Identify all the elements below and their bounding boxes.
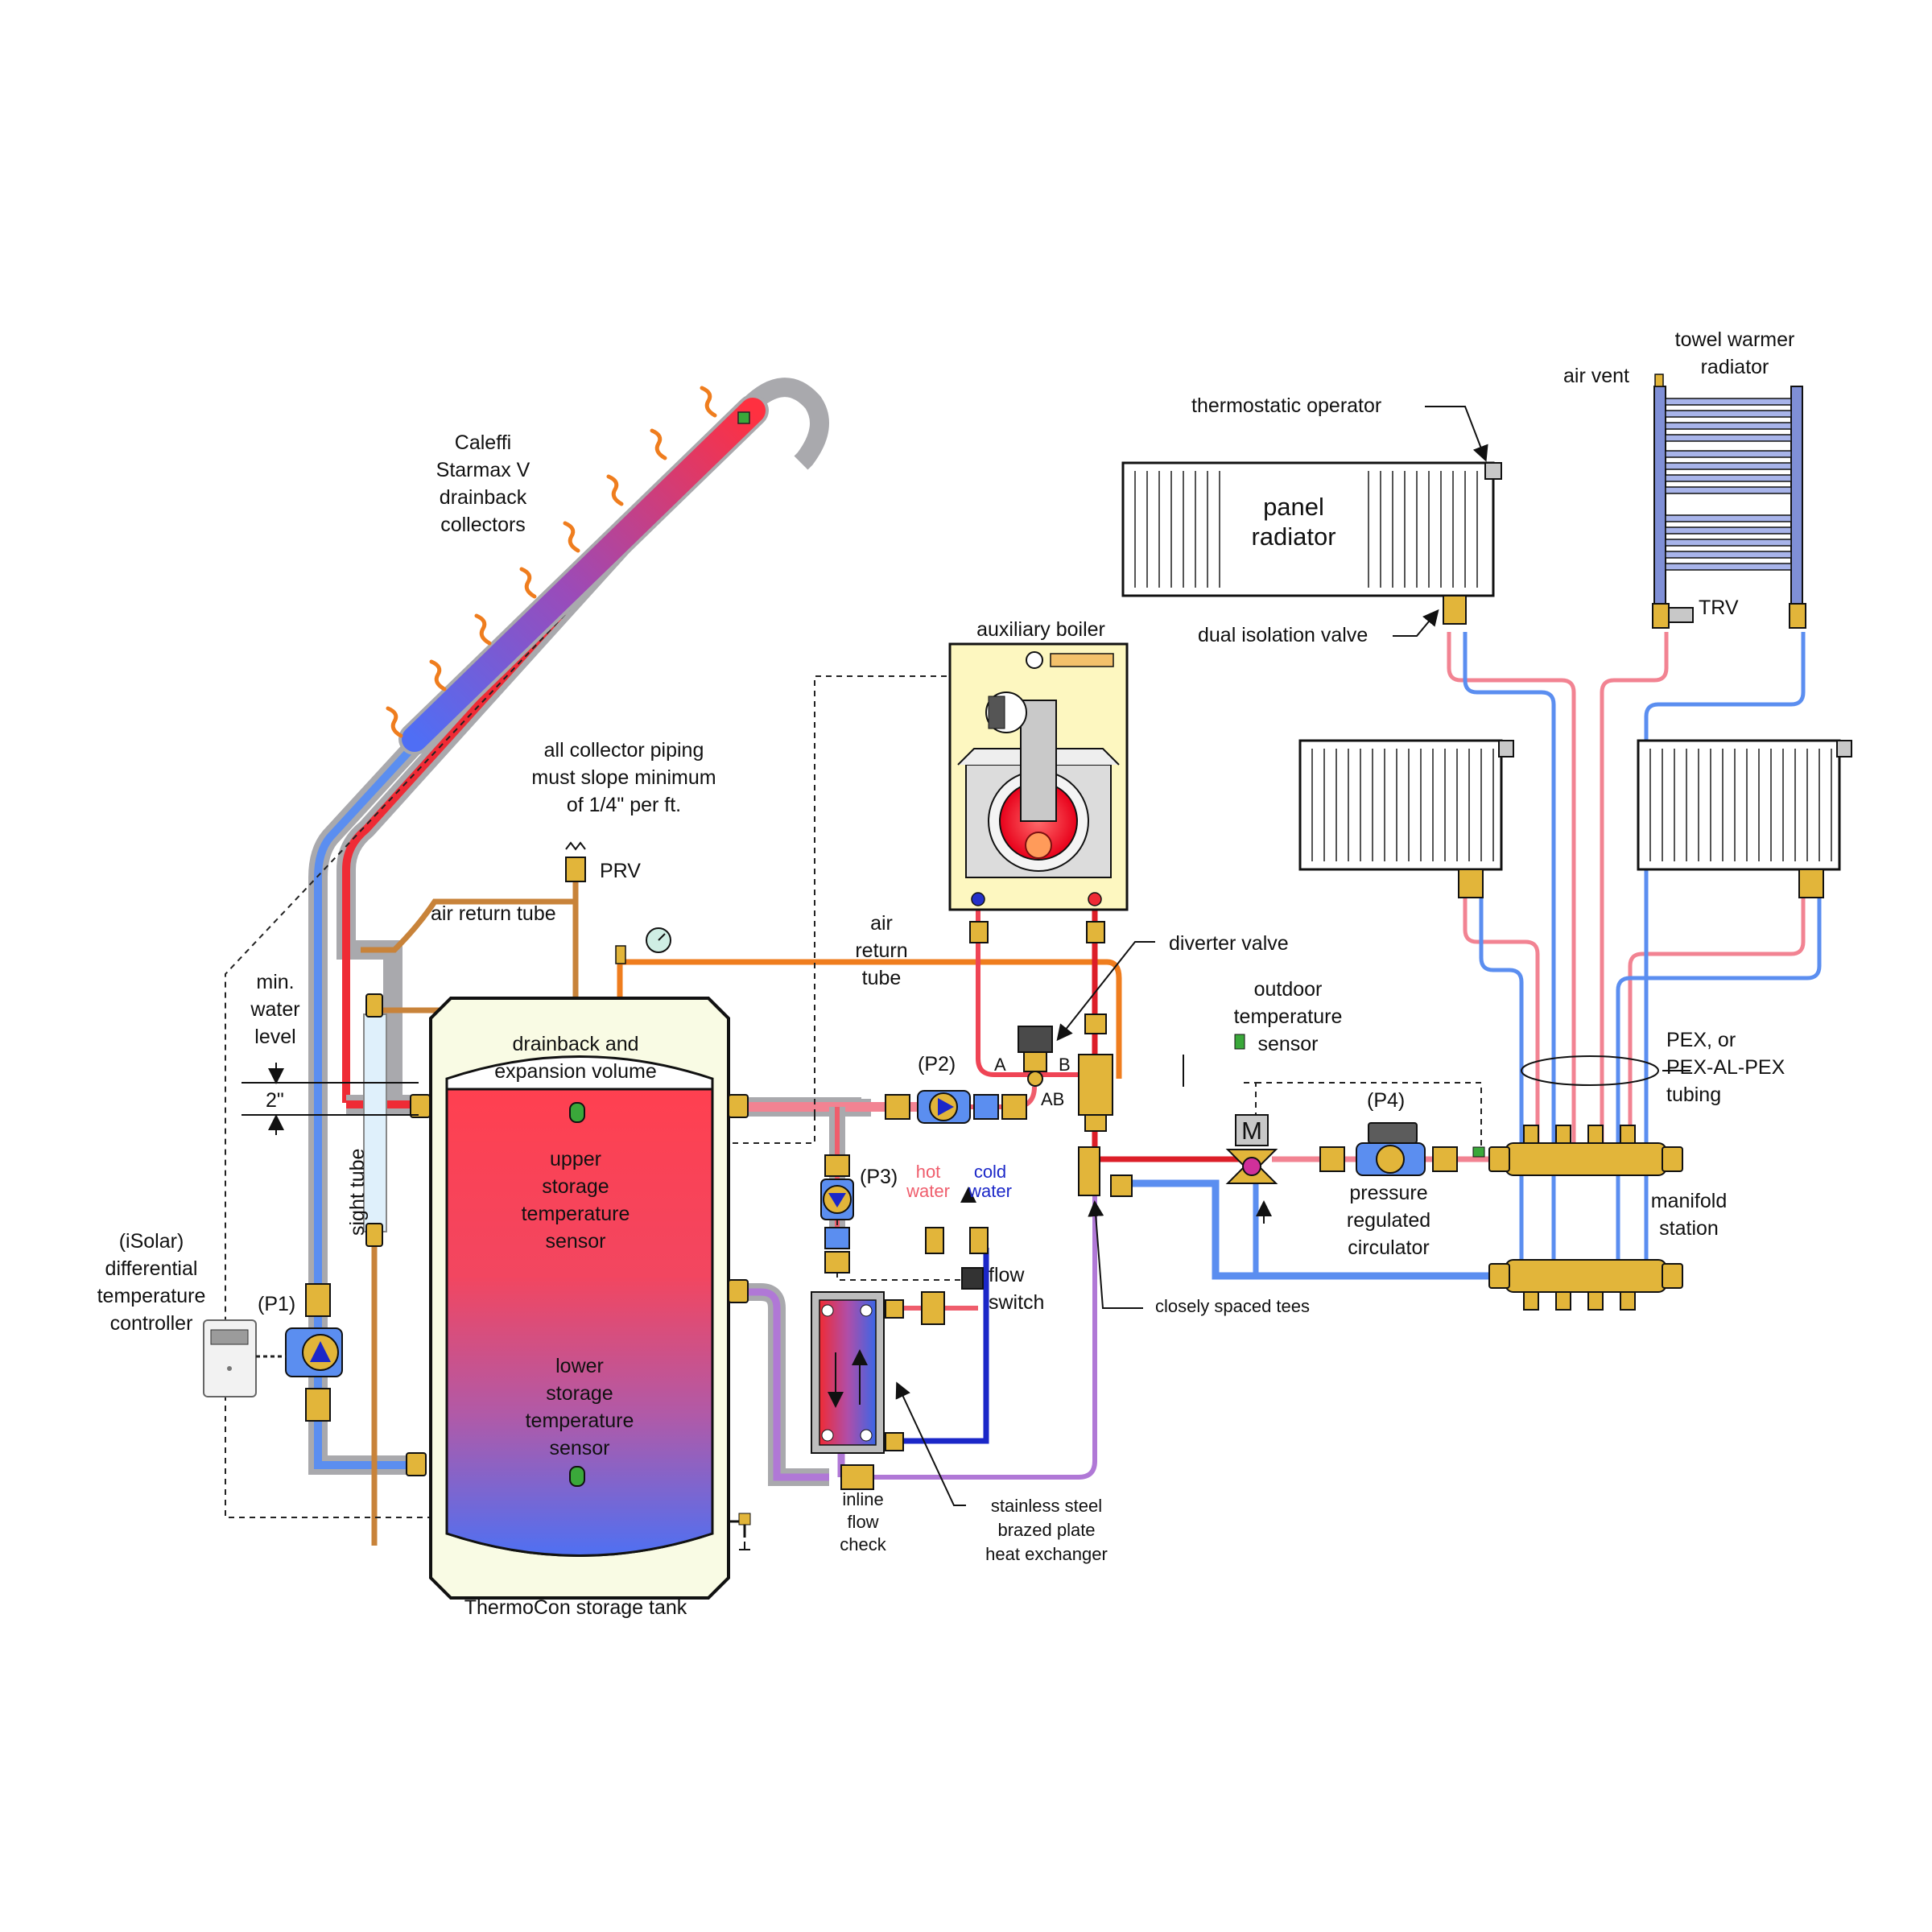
p1-circulator xyxy=(285,1283,343,1422)
p4-circulator xyxy=(1319,1122,1485,1176)
prv-label: PRV xyxy=(600,860,641,882)
diverter-valve-label: diverter valve xyxy=(1169,932,1289,955)
p2-label: (P2) xyxy=(918,1053,956,1075)
leader-lines xyxy=(242,406,1690,1506)
piping xyxy=(308,378,1822,1546)
air-separator xyxy=(1078,1013,1133,1197)
panel-radiator-top xyxy=(1121,461,1502,625)
boiler-return-pipe xyxy=(976,906,1034,1077)
prv xyxy=(565,841,586,882)
dhw-valves xyxy=(840,1227,989,1490)
thermostatic-operator-label: thermostatic operator xyxy=(1191,394,1381,417)
tank-label: ThermoCon storage tank xyxy=(464,1596,687,1619)
collector-sensor xyxy=(737,411,750,424)
mixing-motor-label: M xyxy=(1241,1117,1262,1145)
tank-water xyxy=(445,1088,714,1557)
towel-warmer-radiator xyxy=(1652,374,1806,629)
sight-tube-label: sight tube xyxy=(346,1149,369,1236)
p3-circulator xyxy=(820,1154,854,1274)
boiler-label: auxiliary boiler xyxy=(976,618,1105,641)
trv-label: TRV xyxy=(1699,597,1739,619)
panel-radiator-left xyxy=(1298,739,1514,898)
tank-drain-valve xyxy=(729,1513,751,1550)
upper-sensor-well xyxy=(569,1102,585,1123)
port-b-label: B xyxy=(1059,1055,1071,1075)
lower-sensor-well xyxy=(569,1466,585,1487)
air-vent-label: air vent xyxy=(1563,365,1629,387)
p1-label: (P1) xyxy=(258,1293,295,1315)
closely-spaced-tees-label: closely spaced tees xyxy=(1155,1296,1310,1316)
p3-label: (P3) xyxy=(860,1166,898,1188)
isolar-controller xyxy=(203,1319,286,1397)
air-return-tube-orange xyxy=(617,959,1122,1079)
dual-isolation-valve-label: dual isolation valve xyxy=(1198,624,1368,646)
pressure-gauge xyxy=(615,927,671,964)
air-return-tube-left xyxy=(361,898,579,1006)
two-inch-label: 2" xyxy=(266,1089,284,1112)
storage-tank xyxy=(429,997,751,1600)
auxiliary-boiler xyxy=(948,642,1129,943)
pex-tubing-ring xyxy=(1521,1055,1659,1086)
sun-arrows xyxy=(386,386,717,738)
heat-exchanger xyxy=(811,1291,885,1454)
sight-tube xyxy=(363,1013,387,1232)
p4-label: (P4) xyxy=(1367,1089,1405,1112)
tank-fittings xyxy=(365,993,749,1476)
diverter-valve xyxy=(1018,1026,1053,1087)
panel-radiator-right xyxy=(1637,739,1852,898)
port-ab-label: AB xyxy=(1041,1089,1064,1109)
outdoor-sensor xyxy=(1234,1034,1245,1050)
port-a-label: A xyxy=(994,1055,1006,1075)
manifold-station xyxy=(1488,1125,1683,1311)
collector-u-bend xyxy=(741,378,829,470)
air-return-tube-left-label: air return tube xyxy=(431,902,556,925)
solar-collector xyxy=(386,386,769,755)
p2-circulator xyxy=(885,1090,1027,1124)
mixing-valve xyxy=(1225,1114,1278,1224)
